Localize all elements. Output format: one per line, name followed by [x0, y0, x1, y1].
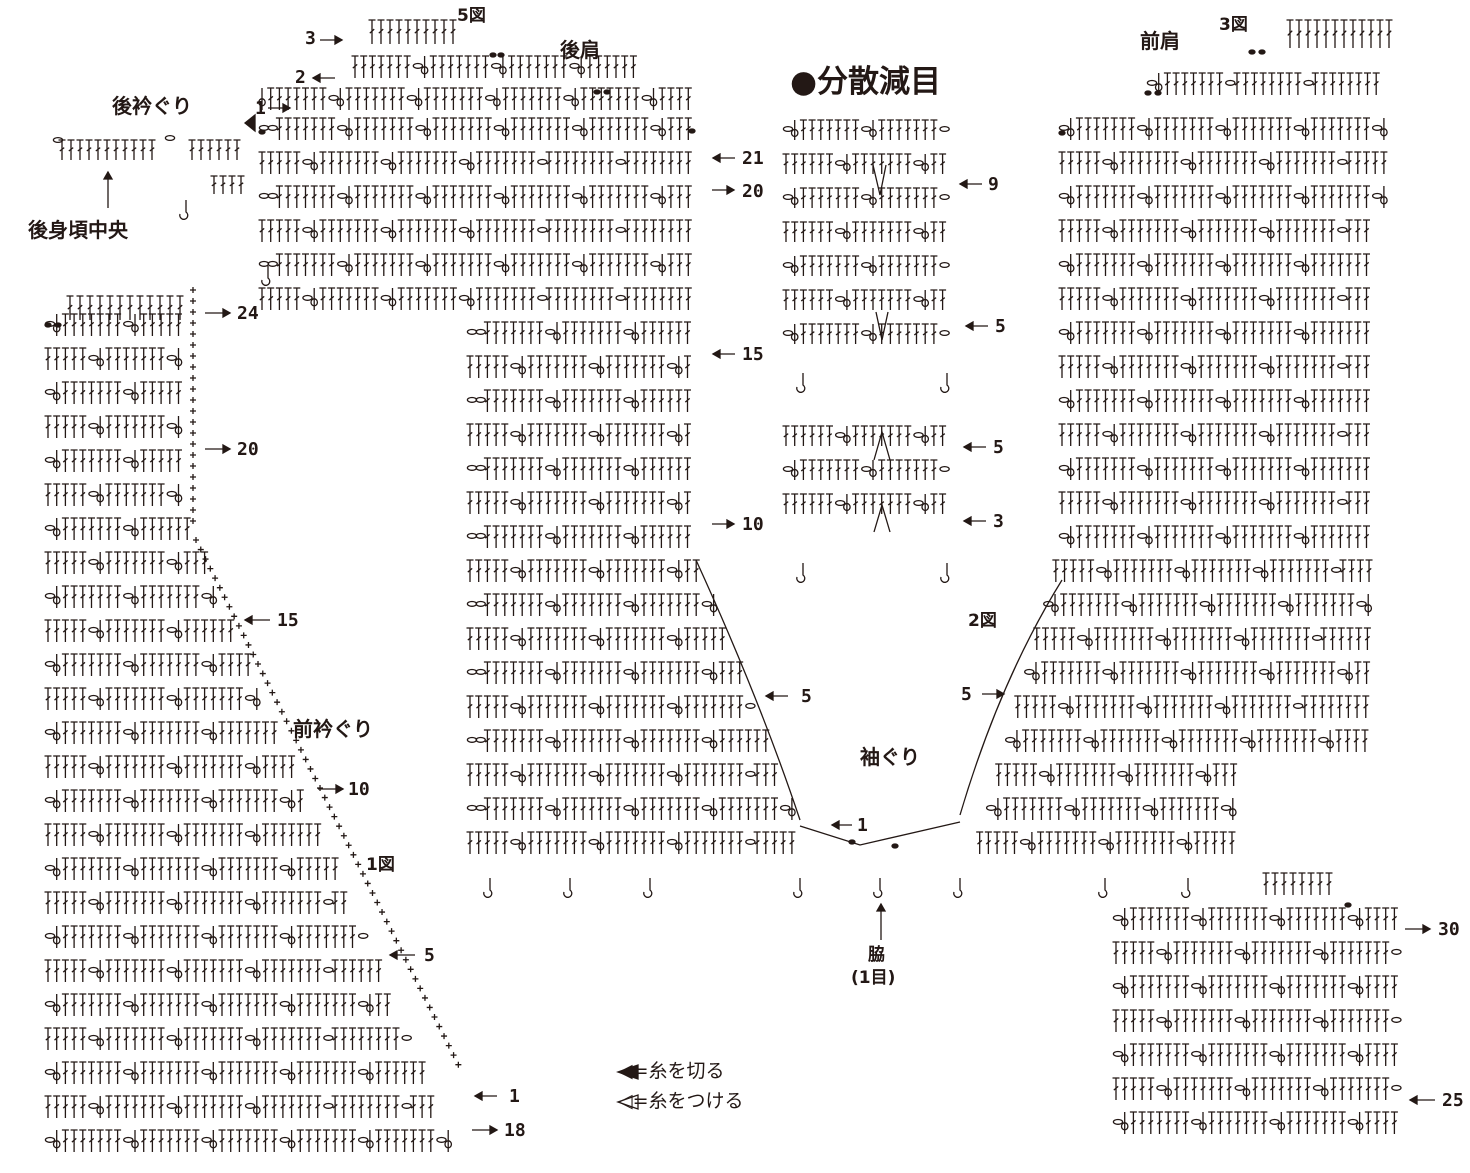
- label-fig1: 1図: [366, 855, 395, 875]
- legend-attach-yarn: ◁=糸をつける: [618, 1090, 744, 1112]
- row-number: 5: [961, 684, 972, 705]
- legend-cut-yarn: ◀=糸を切る: [618, 1060, 725, 1082]
- label-front-neckline: 前衿ぐり: [293, 717, 373, 741]
- row-number: 10: [348, 779, 370, 800]
- row-number: 1: [255, 98, 266, 119]
- chart-annotations: [102, 34, 1435, 1136]
- front-left-top: [44, 295, 184, 328]
- row-number: 5: [995, 316, 1006, 337]
- label-fig2: 2図: [968, 611, 997, 631]
- label-back-center: 後身頃中央: [28, 218, 128, 242]
- label-fig5: 5図: [457, 6, 486, 26]
- row-number: 10: [742, 514, 764, 535]
- row-number: 5: [801, 686, 812, 707]
- row-number: 25: [1442, 1090, 1464, 1111]
- row-number: 5: [993, 437, 1004, 458]
- row-number: 1: [857, 815, 868, 836]
- row-number: 20: [237, 439, 259, 460]
- back-neckline-rows: [258, 19, 696, 135]
- row-number: 3: [993, 511, 1004, 532]
- row-number: 20: [742, 181, 764, 202]
- row-number: 18: [504, 1120, 526, 1141]
- label-side: 脇: [868, 945, 885, 965]
- bottom-right-top: [1262, 872, 1352, 908]
- front-left-panel: [44, 313, 453, 1152]
- bottom-right-panel: [1112, 907, 1402, 1134]
- armhole-curve: [695, 559, 1063, 849]
- row-number: 21: [742, 148, 764, 169]
- label-front-shoulder: 前肩: [1140, 29, 1180, 53]
- chart-title: ●分散減目: [790, 64, 942, 100]
- row-number: 1: [509, 1086, 520, 1107]
- front-right-panel: [976, 117, 1388, 854]
- back-center-row: [52, 134, 1191, 898]
- row-number: 2: [295, 67, 306, 88]
- label-back-neckline: 後衿ぐり: [112, 94, 192, 118]
- front-neckline-edge: [190, 287, 462, 1068]
- row-number: 15: [277, 610, 299, 631]
- row-number: 9: [988, 174, 999, 195]
- row-number: 3: [305, 28, 316, 49]
- stitch-panels: [44, 19, 1402, 1152]
- row-number: 24: [237, 303, 259, 324]
- decrease-inset: [782, 119, 950, 583]
- front-right-top: [1058, 19, 1393, 136]
- label-fig3: 3図: [1219, 15, 1248, 35]
- label-armhole: 袖ぐり: [860, 745, 920, 769]
- row-number: 15: [742, 344, 764, 365]
- label-side-note: (1目): [851, 968, 896, 988]
- row-number: 30: [1438, 919, 1460, 940]
- row-number: 5: [424, 945, 435, 966]
- label-back-shoulder: 後肩: [560, 38, 600, 62]
- back-body-panel: [258, 117, 796, 854]
